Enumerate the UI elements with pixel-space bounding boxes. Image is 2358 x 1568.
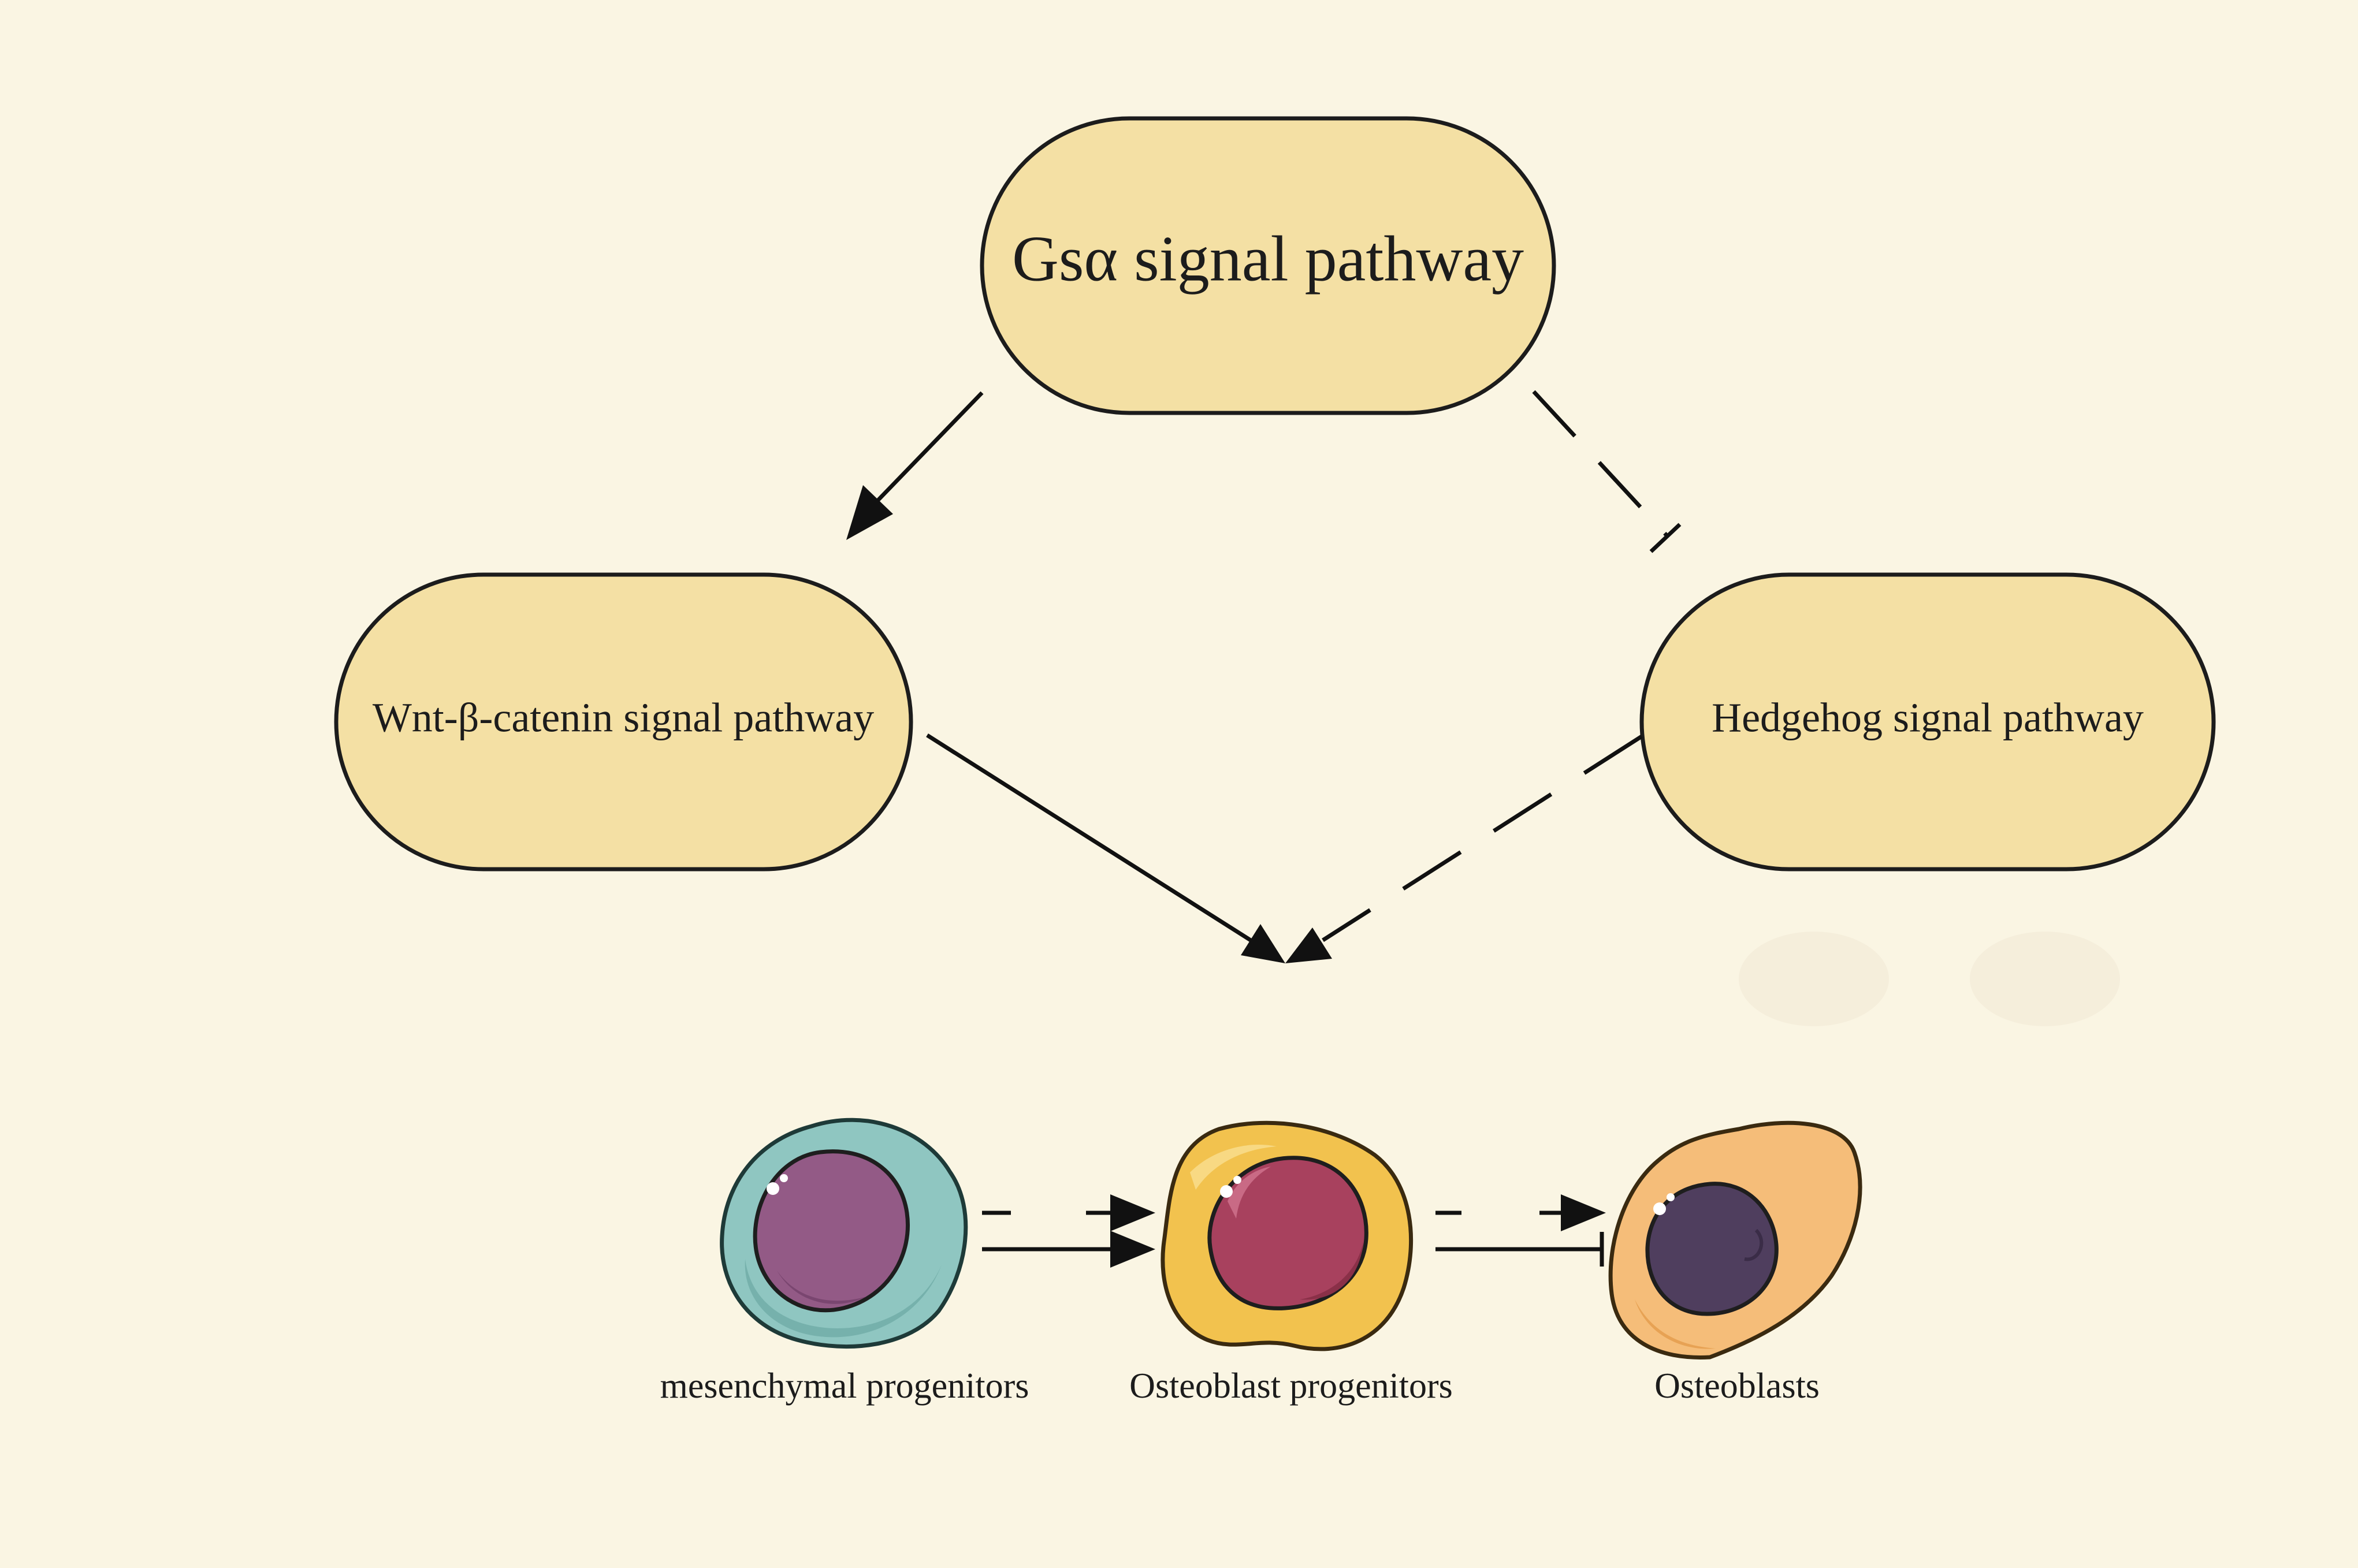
arrowhead-icon [1110, 1194, 1155, 1231]
node-hedgehog-label: Hedgehog signal pathway [1712, 695, 2144, 741]
arrowhead-icon [1561, 1194, 1606, 1231]
mesenchymal-cell-icon [720, 1118, 968, 1349]
cell-label-osteoblast-progenitors: Osteoblast progenitors [1129, 1366, 1453, 1406]
node-hedgehog-shape [1639, 572, 2216, 871]
osteoblast-cell-icon [1608, 1120, 1862, 1360]
edge-gsa-to-wnt [846, 391, 984, 540]
node-wnt-label: Wnt-β-catenin signal pathway [373, 695, 874, 741]
arrowhead-icon [1110, 1231, 1155, 1268]
arrowhead-icon [1285, 928, 1332, 963]
node-gsa-signal-pathway: Gsα signal pathway [980, 116, 1556, 415]
node-hedgehog-signal-pathway: Hedgehog signal pathway [1639, 572, 2216, 871]
transition-progenitor-to-osteoblast [1435, 1194, 1606, 1267]
osteoblast-progenitor-cell-icon [1161, 1120, 1414, 1351]
edge-wnt-to-differentiation [926, 733, 1285, 963]
cell-label-mesenchymal: mesenchymal progenitors [660, 1366, 1029, 1406]
node-wnt-signal-pathway: Wnt-β-catenin signal pathway [334, 572, 913, 871]
edge-gsa-to-hedgehog [1532, 390, 1682, 553]
node-gsa-label: Gsα signal pathway [1012, 224, 1524, 295]
faint-ellipse [1739, 932, 1889, 1026]
node-gsa-shape [980, 116, 1556, 415]
node-wnt-shape [334, 572, 913, 871]
arrowhead-icon [846, 485, 893, 540]
inhibition-bar-icon [1649, 523, 1682, 553]
faint-ellipse [1970, 932, 2120, 1026]
cell-label-osteoblasts: Osteoblasts [1654, 1366, 1820, 1406]
transition-mesenchymal-to-progenitor [982, 1194, 1155, 1268]
edge-hedgehog-to-differentiation [1285, 735, 1643, 963]
arrowhead-icon [1241, 924, 1285, 963]
